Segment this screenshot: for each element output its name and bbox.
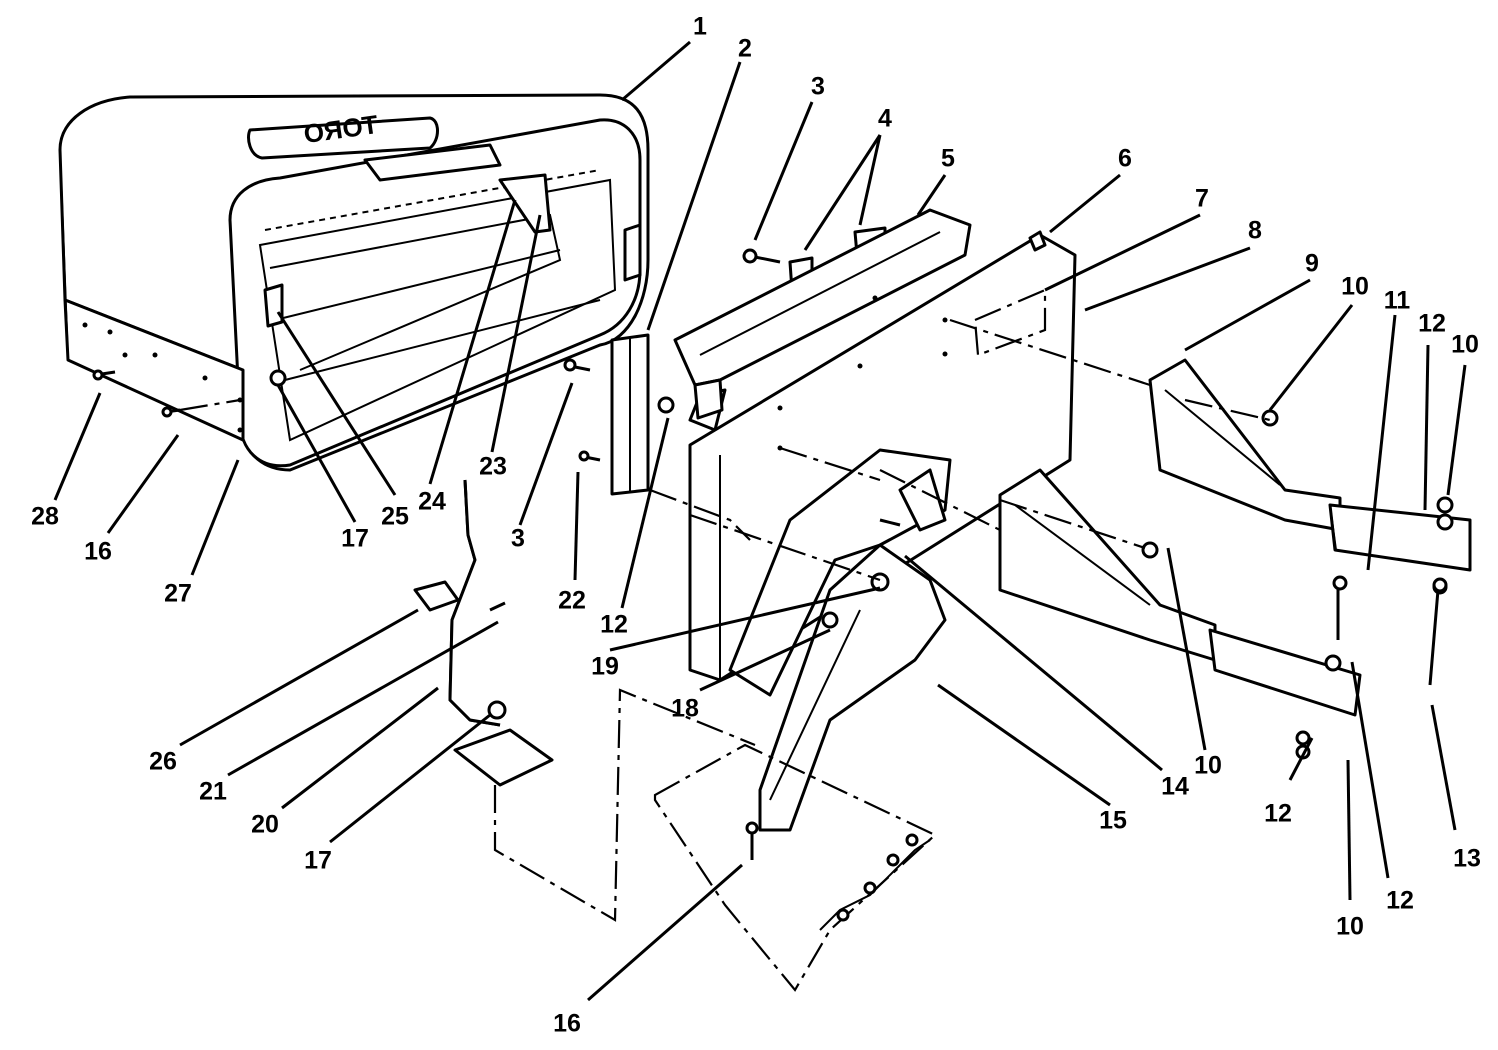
callout-13: 13 [1453, 845, 1481, 873]
callout-17-upper: 17 [341, 525, 369, 553]
bag-pins [92, 369, 241, 418]
lift-handle [413, 479, 554, 787]
callout-26: 26 [149, 748, 177, 776]
callout-4: 4 [878, 105, 892, 133]
leader-lines [53, 40, 1467, 1002]
callout-27: 27 [164, 580, 192, 608]
callout-14: 14 [1161, 773, 1189, 801]
callout-2: 2 [738, 35, 752, 63]
callout-12-low-right: 12 [1386, 887, 1414, 915]
callout-6: 6 [1118, 145, 1132, 173]
assembly-lines [493, 318, 1271, 922]
callout-9: 9 [1305, 250, 1319, 278]
callout-10-bottom: 10 [1336, 913, 1364, 941]
callout-12-low-left: 12 [1264, 800, 1292, 828]
callout-15: 15 [1099, 807, 1127, 835]
nuts-and-washers [1141, 409, 1454, 760]
callout-19: 19 [591, 653, 619, 681]
callout-1: 1 [693, 13, 707, 41]
callout-5: 5 [941, 145, 955, 173]
callout-8: 8 [1248, 217, 1262, 245]
callout-7: 7 [1195, 185, 1209, 213]
callout-17-lower: 17 [304, 847, 332, 875]
callout-22: 22 [558, 587, 586, 615]
callout-16-left: 16 [84, 538, 112, 566]
callout-10-center: 10 [1194, 752, 1222, 780]
channel-5 [673, 208, 972, 420]
callout-20: 20 [251, 811, 279, 839]
callout-10-top: 10 [1341, 273, 1369, 301]
callout-21: 21 [199, 778, 227, 806]
callout-23: 23 [479, 453, 507, 481]
bolt-13 [1428, 579, 1448, 686]
support-frame-15 [728, 448, 952, 832]
bolt-11 [1332, 575, 1348, 640]
callout-25: 25 [381, 503, 409, 531]
callout-24: 24 [418, 488, 446, 516]
callout-12-top: 12 [1418, 310, 1446, 338]
callout-12-center: 12 [600, 611, 628, 639]
callout-18: 18 [671, 695, 699, 723]
callout-11: 11 [1384, 287, 1411, 315]
callout-28: 28 [31, 503, 59, 531]
hitch-bracket-9 [1148, 358, 1472, 572]
bolts-3 [563, 248, 781, 462]
callout-3-lower: 3 [511, 525, 525, 553]
callout-10-right: 10 [1451, 331, 1479, 359]
deflector-shield [653, 743, 937, 992]
callout-labels: 1 2 3 4 5 6 7 8 9 10 11 12 10 12 3 28 16… [31, 13, 1481, 1038]
callout-3: 3 [811, 73, 825, 101]
grass-bag: TORO [58, 93, 650, 472]
callout-16-bottom: 16 [553, 1010, 581, 1038]
